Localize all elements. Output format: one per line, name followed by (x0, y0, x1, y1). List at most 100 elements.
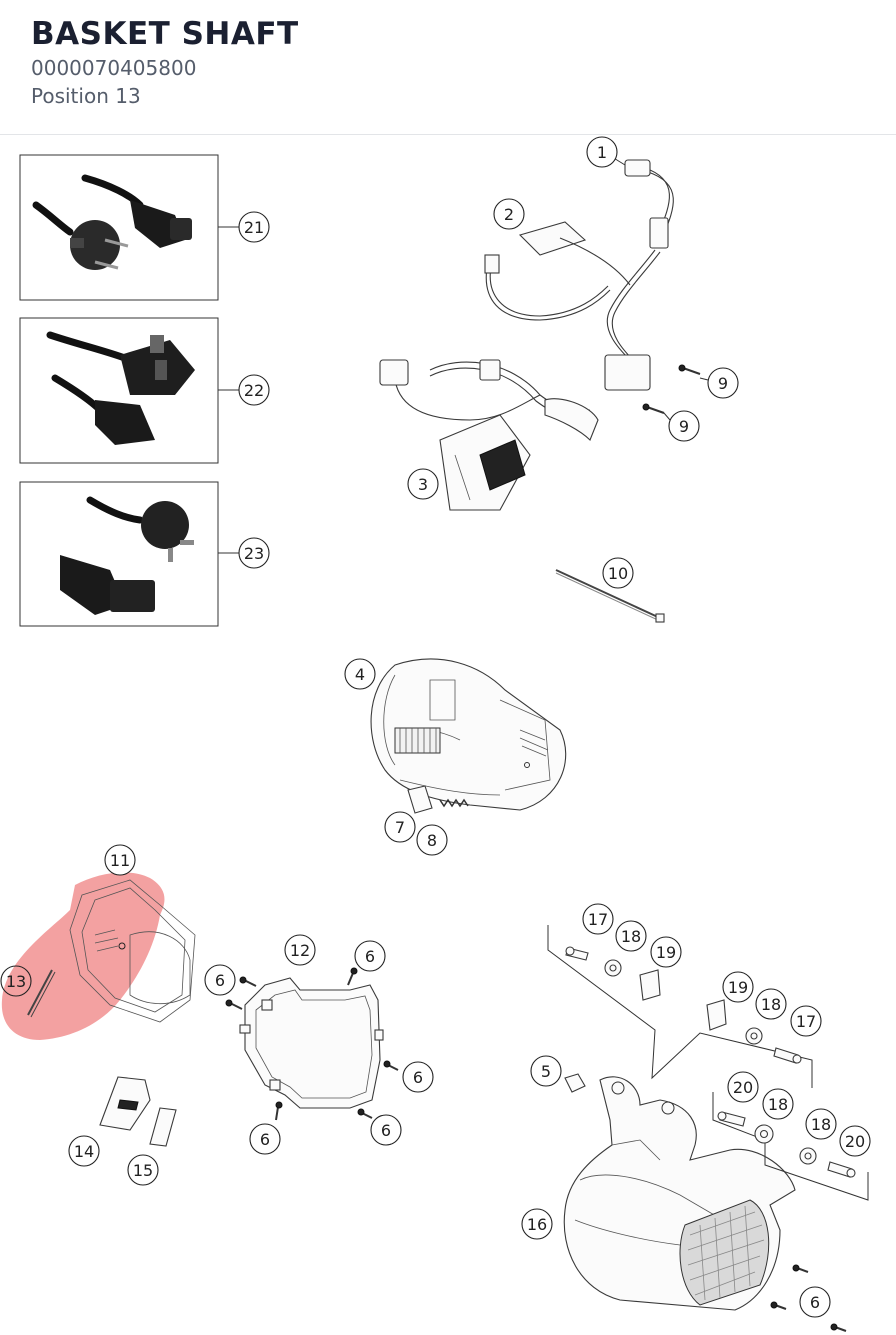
wiring-harness[interactable] (379, 159, 674, 511)
callout-15[interactable]: 15 (127, 1154, 159, 1186)
part-number: 0000070405800 (31, 56, 197, 80)
callout-6f[interactable]: 6 (799, 1286, 831, 1318)
housing-cover-11[interactable] (69, 879, 196, 1023)
bushing-7[interactable] (407, 785, 433, 814)
svg-text:20: 20 (733, 1078, 753, 1097)
svg-text:6: 6 (260, 1130, 270, 1149)
callout-6e[interactable]: 6 (249, 1123, 281, 1155)
screw-6i[interactable] (830, 1323, 847, 1332)
callout-19a[interactable]: 19 (650, 936, 682, 968)
callout-16[interactable]: 16 (521, 1208, 553, 1240)
svg-text:6: 6 (413, 1068, 423, 1087)
callout-7[interactable]: 7 (384, 811, 416, 843)
callout-4[interactable]: 4 (344, 658, 376, 690)
washer-18b[interactable] (745, 1027, 763, 1045)
svg-text:18: 18 (761, 995, 781, 1014)
callout-1[interactable]: 1 (586, 136, 618, 168)
washer-18a[interactable] (604, 959, 622, 977)
washer-18d[interactable] (799, 1147, 817, 1165)
svg-text:6: 6 (381, 1121, 391, 1140)
cable-21-thumbnail[interactable] (19, 154, 219, 301)
cable-tie[interactable] (555, 569, 665, 623)
svg-text:17: 17 (588, 910, 608, 929)
svg-text:14: 14 (74, 1142, 94, 1161)
callout-14[interactable]: 14 (68, 1135, 100, 1167)
callout-19b[interactable]: 19 (722, 971, 754, 1003)
clip-19b[interactable] (706, 999, 727, 1031)
callout-6c[interactable]: 6 (402, 1061, 434, 1093)
drive-grille (679, 1199, 770, 1306)
svg-text:6: 6 (810, 1293, 820, 1312)
callout-3[interactable]: 3 (407, 468, 439, 500)
callout-12[interactable]: 12 (284, 934, 316, 966)
svg-text:5: 5 (541, 1062, 551, 1081)
screw-9a[interactable] (678, 364, 701, 375)
callout-8[interactable]: 8 (416, 824, 448, 856)
callout-11[interactable]: 11 (104, 844, 136, 876)
callout-18b[interactable]: 18 (755, 988, 787, 1020)
callout-10[interactable]: 10 (602, 557, 634, 589)
svg-text:8: 8 (427, 831, 437, 850)
callout-9a[interactable]: 9 (707, 367, 739, 399)
callout-13[interactable]: 13 (0, 965, 32, 997)
drive-unit-16[interactable] (563, 1076, 796, 1311)
screw-6a[interactable] (239, 976, 257, 987)
clip-15[interactable] (149, 1107, 177, 1147)
callout-6d[interactable]: 6 (370, 1114, 402, 1146)
callout-6a[interactable]: 6 (204, 964, 236, 996)
screw-6c[interactable] (347, 967, 358, 986)
nut-5[interactable] (564, 1073, 586, 1093)
washer-18c[interactable] (754, 1124, 774, 1144)
basket-shaft-13[interactable] (27, 969, 56, 1018)
svg-text:12: 12 (290, 941, 310, 960)
callout-21[interactable]: 21 (238, 211, 270, 243)
svg-text:3: 3 (418, 475, 428, 494)
svg-text:6: 6 (365, 947, 375, 966)
svg-text:2: 2 (504, 205, 514, 224)
screw-9b[interactable] (642, 403, 665, 414)
position-label: Position 13 (31, 84, 141, 108)
svg-text:9: 9 (718, 374, 728, 393)
callout-18c[interactable]: 18 (762, 1088, 794, 1120)
svg-text:23: 23 (244, 544, 264, 563)
svg-text:7: 7 (395, 818, 405, 837)
pin-17b[interactable] (773, 1047, 802, 1064)
pin-17a[interactable] (565, 946, 589, 961)
part-title: BASKET SHAFT (31, 16, 299, 52)
callout-22[interactable]: 22 (238, 374, 270, 406)
screw-6e[interactable] (357, 1108, 373, 1119)
callout-17a[interactable]: 17 (582, 903, 614, 935)
motor-unit[interactable] (370, 658, 567, 811)
pin-20a[interactable] (717, 1111, 746, 1127)
callout-20a[interactable]: 20 (727, 1071, 759, 1103)
svg-text:18: 18 (811, 1115, 831, 1134)
callout-5[interactable]: 5 (530, 1055, 562, 1087)
screw-6d[interactable] (383, 1060, 399, 1071)
clip-14[interactable] (99, 1076, 151, 1131)
callout-18d[interactable]: 18 (805, 1108, 837, 1140)
pin-20b[interactable] (827, 1161, 856, 1178)
callout-17b[interactable]: 17 (790, 1005, 822, 1037)
svg-text:18: 18 (768, 1095, 788, 1114)
svg-text:19: 19 (656, 943, 676, 962)
cable-23-thumbnail[interactable] (19, 481, 219, 627)
screw-6h[interactable] (770, 1301, 787, 1310)
svg-text:17: 17 (796, 1012, 816, 1031)
svg-text:9: 9 (679, 417, 689, 436)
spring-8[interactable] (439, 798, 469, 808)
callout-23[interactable]: 23 (238, 537, 270, 569)
mounting-frame-12[interactable] (239, 977, 384, 1109)
screw-6b[interactable] (225, 999, 243, 1010)
callout-20b[interactable]: 20 (839, 1125, 871, 1157)
clip-19a[interactable] (639, 969, 661, 1001)
callout-2[interactable]: 2 (493, 198, 525, 230)
screw-6f[interactable] (275, 1101, 283, 1121)
screw-6g[interactable] (792, 1264, 809, 1273)
svg-text:4: 4 (355, 665, 365, 684)
callout-18a[interactable]: 18 (615, 920, 647, 952)
cable-22-thumbnail[interactable] (19, 317, 219, 464)
callout-6b[interactable]: 6 (354, 940, 386, 972)
callout-9b[interactable]: 9 (668, 410, 700, 442)
svg-text:1: 1 (597, 143, 607, 162)
